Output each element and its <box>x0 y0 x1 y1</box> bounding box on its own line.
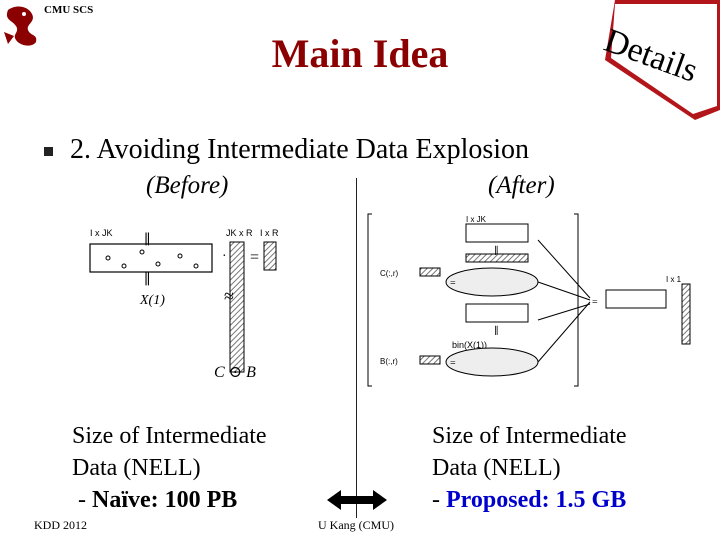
before-x-label: X(1) <box>139 293 165 308</box>
bullet-text: 2. Avoiding Intermediate Data Explosion <box>70 134 529 166</box>
after-caption-line2: Data (NELL) <box>432 452 627 484</box>
org-label: CMU SCS <box>44 4 93 16</box>
after-top-matrix <box>466 224 528 242</box>
svg-text:=: = <box>250 249 259 266</box>
after-result-label: I x 1 <box>666 275 682 284</box>
after-caption-prefix: - <box>432 487 446 513</box>
before-result-label: I x R <box>260 228 279 238</box>
svg-text:≈: ≈ <box>224 286 234 306</box>
svg-text:·: · <box>222 249 227 264</box>
svg-text:=: = <box>450 358 456 369</box>
before-caption-line2: Data (NELL) <box>72 452 267 484</box>
bullet-marker <box>44 147 53 156</box>
before-matrix-left-label: I x JK <box>90 228 113 238</box>
before-caption: Size of Intermediate Data (NELL) - Naïve… <box>72 420 267 516</box>
after-caption: Size of Intermediate Data (NELL) - Propo… <box>432 420 627 516</box>
svg-text:∥: ∥ <box>144 232 150 248</box>
before-diagram: I x JK ∥ ∥ X(1) · JK x R ≈ = I x R <box>84 222 284 382</box>
before-caption-prefix: - <box>72 487 92 513</box>
after-caption-line1: Size of Intermediate <box>432 420 627 452</box>
svg-text:∥: ∥ <box>494 325 499 337</box>
column-divider <box>356 178 357 518</box>
before-label: (Before) <box>146 172 228 200</box>
after-label: (After) <box>488 172 555 200</box>
after-result-vector <box>682 284 690 344</box>
before-matrix-right-label: JK x R <box>226 228 253 238</box>
footer-author: U Kang (CMU) <box>318 518 394 533</box>
after-caption-highlight: Proposed: 1.5 GB <box>446 487 626 513</box>
before-caption-line1: Size of Intermediate <box>72 420 267 452</box>
svg-text:=: = <box>592 297 598 308</box>
before-result-matrix <box>264 242 276 270</box>
after-b-row-label: B(:,r) <box>380 357 398 366</box>
footer-venue: KDD 2012 <box>34 518 87 533</box>
before-bottom-label: C ⊙ B <box>214 362 256 382</box>
before-dense-matrix <box>230 242 244 372</box>
after-diagram: I x JK ∥ C(:,r) = ∥ bin(X(1)) B(:,r) = =… <box>366 210 696 390</box>
after-c-row-label: C(:,r) <box>380 269 399 278</box>
after-top-matrix-label: I x JK <box>466 215 487 224</box>
before-caption-highlight: Naïve: 100 PB <box>92 487 237 513</box>
svg-text:=: = <box>450 278 456 289</box>
comparison-arrow-icon <box>327 490 387 510</box>
svg-text:∥: ∥ <box>144 272 150 288</box>
before-sparse-matrix <box>90 244 212 272</box>
